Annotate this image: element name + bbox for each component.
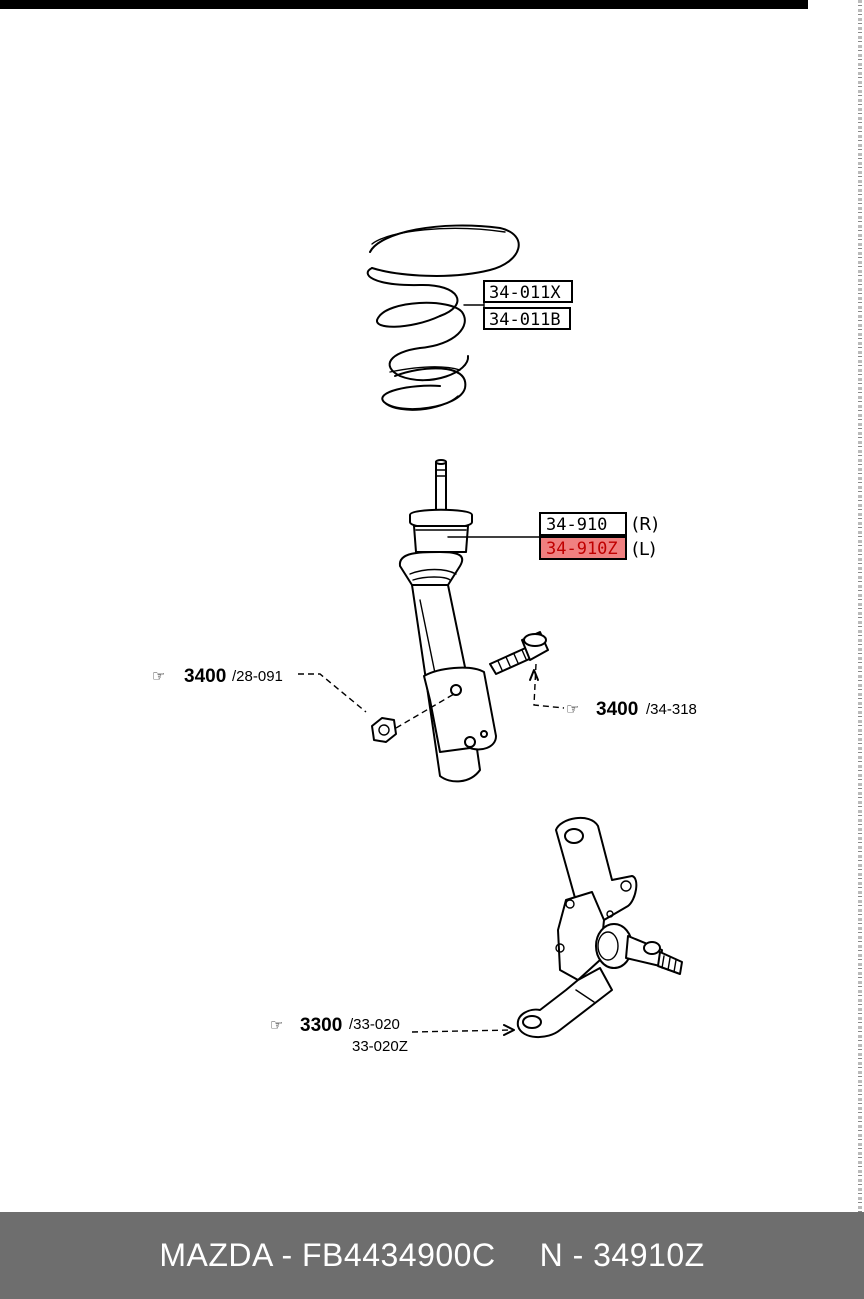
nut-leader-line: [298, 673, 367, 713]
bolt-reference: ☞ 3400 /34-318: [566, 699, 697, 720]
pointing-hand-icon: ☞: [270, 1016, 283, 1034]
svg-text:/28-091: /28-091: [232, 668, 283, 685]
parts-diagram: 34-011X 34-011B 34-910: [152, 224, 697, 1055]
bolt-leader-line: [533, 663, 565, 709]
spring-code-box-1: 34-011X: [483, 280, 573, 303]
footer-caption: MAZDA - FB4434900C N - 34910Z: [159, 1237, 704, 1274]
svg-text:3400: 3400: [596, 699, 638, 720]
strut-code-box-right: 34-910: [539, 512, 627, 536]
svg-text:3400: 3400: [184, 666, 226, 687]
nut-to-bracket-line: [395, 693, 455, 729]
nut-reference: ☞ 3400 /28-091: [152, 666, 283, 687]
spring-code-2: 34-011B: [489, 310, 561, 330]
svg-text:3300: 3300: [300, 1015, 342, 1036]
strut-code-right: 34-910: [546, 515, 607, 535]
side-right-label: (R): [632, 514, 659, 535]
footer-catalog-number: N - 34910Z: [539, 1237, 705, 1273]
spring-code-box-2: 34-011B: [483, 307, 571, 330]
strut-code-box-left: 34-910Z: [539, 536, 627, 560]
bolt-leader-arrow: [529, 669, 539, 681]
footer-bar: MAZDA - FB4434900C N - 34910Z: [0, 1212, 864, 1299]
footer-brand-part: MAZDA - FB4434900C: [159, 1237, 496, 1273]
nut-drawing: [371, 717, 397, 743]
knuckle-leader-arrow: [503, 1024, 515, 1036]
spring-callout-lines: [463, 290, 485, 319]
side-left-label: (L): [632, 539, 656, 560]
knuckle-reference: ☞ 3300 /33-020 33-020Z: [270, 1015, 408, 1055]
bolt-drawing: [489, 631, 549, 675]
svg-text:/34-318: /34-318: [646, 701, 697, 718]
pointing-hand-icon: ☞: [152, 667, 165, 685]
steering-knuckle-drawing: [516, 816, 683, 1038]
strut-drawing: [398, 459, 497, 783]
coil-spring-drawing: [366, 224, 520, 411]
knuckle-leader-line: [411, 1029, 513, 1033]
pointing-hand-icon: ☞: [566, 700, 579, 718]
right-border-edge: [858, 0, 862, 1212]
top-border-bar: [0, 0, 808, 9]
spring-code-1: 34-011X: [489, 283, 561, 303]
svg-text:33-020Z: 33-020Z: [352, 1038, 408, 1055]
strut-code-left: 34-910Z: [546, 539, 618, 559]
svg-text:/33-020: /33-020: [349, 1016, 400, 1033]
